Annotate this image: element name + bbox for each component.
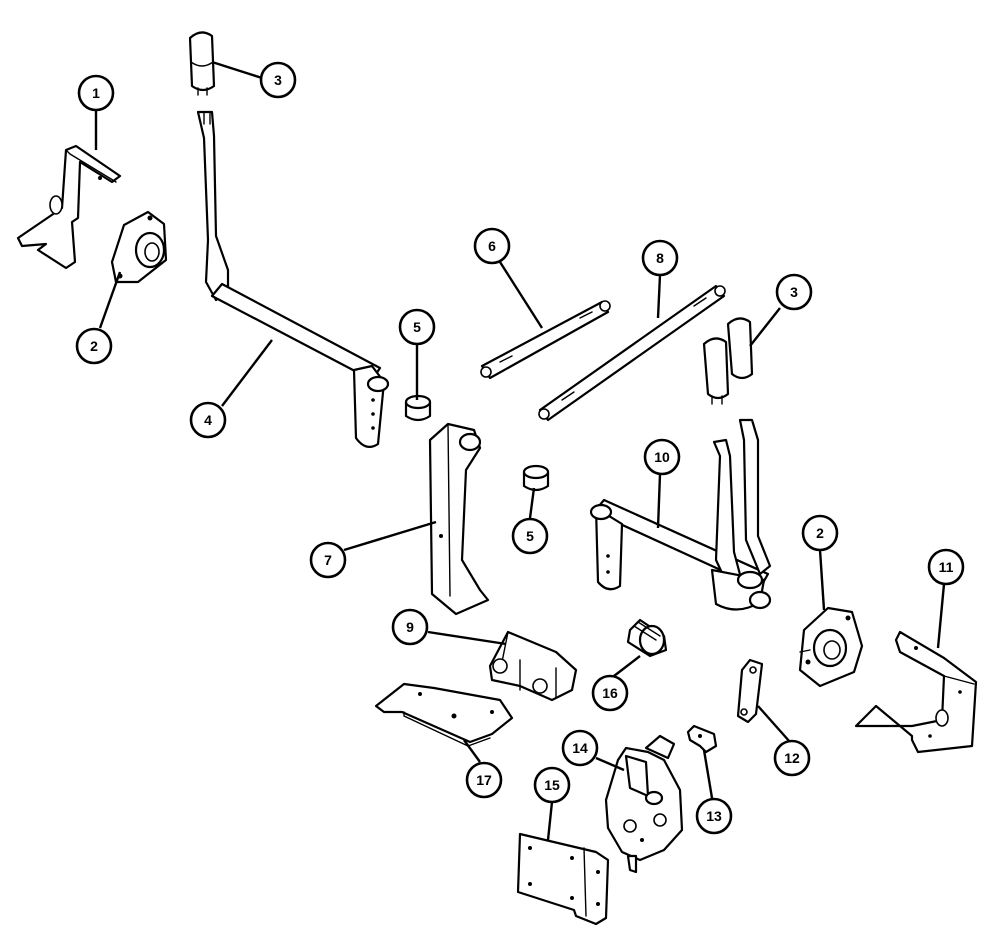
callout-13: 13 bbox=[695, 797, 733, 835]
callout-10: 10 bbox=[643, 438, 681, 476]
callout-12: 12 bbox=[773, 739, 811, 777]
part-2-flange-bearing-right bbox=[798, 606, 864, 688]
svg-text:6: 6 bbox=[488, 238, 496, 254]
callout-14: 14 bbox=[561, 729, 599, 767]
svg-text:17: 17 bbox=[476, 772, 492, 788]
part-14-control-valve bbox=[604, 734, 684, 874]
svg-text:5: 5 bbox=[526, 528, 534, 544]
part-2-flange-bearing-left bbox=[110, 210, 168, 284]
callout-17: 17 bbox=[465, 761, 503, 799]
svg-text:5: 5 bbox=[413, 319, 421, 335]
callout-11: 11 bbox=[927, 548, 965, 586]
part-1-bracket bbox=[16, 144, 122, 270]
part-10-double-lever-shaft bbox=[589, 418, 772, 611]
callout-7: 7 bbox=[309, 541, 347, 579]
part-15-mounting-plate bbox=[516, 832, 610, 926]
svg-text:12: 12 bbox=[784, 750, 800, 766]
callout-9: 9 bbox=[391, 608, 429, 646]
part-5-bushing-lower bbox=[522, 464, 550, 492]
part-3-handle-grips-right bbox=[702, 317, 754, 405]
callout-8: 8 bbox=[641, 239, 679, 277]
part-6-link-rod bbox=[480, 300, 611, 380]
callout-5-upper: 5 bbox=[398, 308, 436, 346]
callout-2-left: 2 bbox=[75, 327, 113, 365]
part-13-small-clip bbox=[686, 724, 718, 754]
leader-lines bbox=[94, 60, 946, 841]
part-9-detent-block bbox=[488, 630, 578, 702]
svg-text:15: 15 bbox=[544, 777, 560, 793]
part-16-spool-collar bbox=[626, 618, 668, 658]
svg-text:16: 16 bbox=[602, 685, 618, 701]
callout-6: 6 bbox=[473, 227, 511, 265]
svg-text:7: 7 bbox=[324, 552, 332, 568]
part-11-bracket-right bbox=[854, 630, 978, 754]
svg-text:14: 14 bbox=[572, 740, 588, 756]
svg-text:4: 4 bbox=[204, 412, 212, 428]
callout-16: 16 bbox=[591, 674, 629, 712]
svg-text:10: 10 bbox=[654, 449, 670, 465]
callout-4: 4 bbox=[189, 401, 227, 439]
svg-text:9: 9 bbox=[406, 619, 414, 635]
svg-text:3: 3 bbox=[790, 284, 798, 300]
svg-text:1: 1 bbox=[92, 85, 100, 101]
part-7-support-bracket bbox=[428, 422, 490, 616]
svg-text:13: 13 bbox=[706, 808, 722, 824]
svg-text:3: 3 bbox=[274, 72, 282, 88]
part-3-handle-grip-top bbox=[188, 31, 216, 96]
callout-5-lower: 5 bbox=[511, 517, 549, 555]
part-4-shift-lever-shaft bbox=[196, 110, 390, 449]
svg-text:2: 2 bbox=[816, 525, 824, 541]
callout-2-right: 2 bbox=[801, 514, 839, 552]
svg-text:8: 8 bbox=[656, 250, 664, 266]
part-17-cover-plate bbox=[374, 682, 514, 747]
callout-3-top: 3 bbox=[259, 61, 297, 99]
callout-1: 1 bbox=[77, 74, 115, 112]
callout-3-right: 3 bbox=[775, 273, 813, 311]
part-12-link-plate bbox=[736, 658, 764, 724]
callout-15: 15 bbox=[533, 766, 571, 804]
part-8-link-rod-long bbox=[538, 284, 726, 422]
svg-text:2: 2 bbox=[90, 338, 98, 354]
svg-text:11: 11 bbox=[939, 559, 954, 575]
